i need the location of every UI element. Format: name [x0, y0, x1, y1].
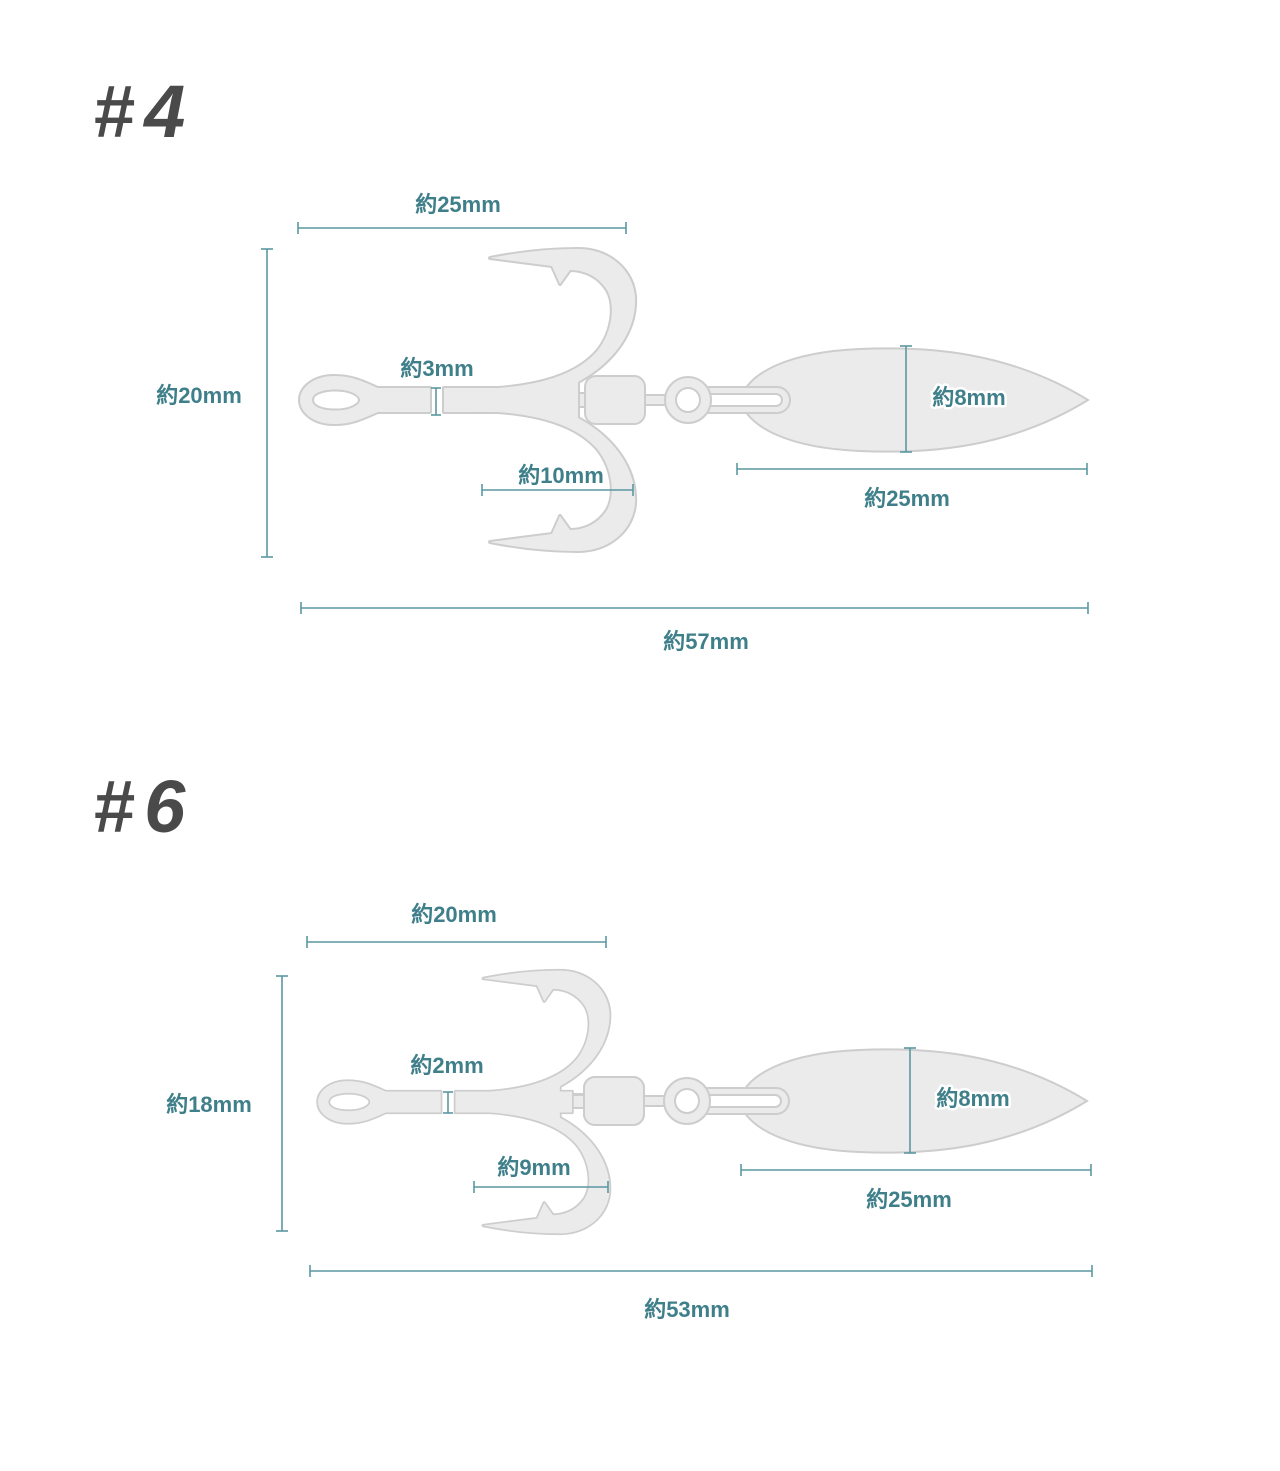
dimension-wire-thickness	[431, 387, 441, 416]
label-blade-length: 約25mm	[864, 486, 950, 511]
label-hook-gap: 約10mm	[518, 463, 604, 488]
dimension-hook-gap	[481, 484, 634, 496]
label-wire-thickness: 約3mm	[400, 356, 473, 381]
label-blade-thickness: 約8mm	[932, 385, 1005, 410]
dimension-total-length	[309, 1265, 1093, 1277]
dimension-hook-height	[261, 248, 273, 558]
dimension-blade-length	[740, 1164, 1092, 1176]
swivel-blade-assembly	[559, 347, 1090, 453]
dimension-blade-thickness	[904, 1047, 916, 1154]
label-hook-width: 約25mm	[415, 192, 501, 217]
label-total-length: 約57mm	[663, 629, 749, 654]
label-blade-length: 約25mm	[866, 1187, 952, 1212]
blade	[738, 347, 1090, 453]
swivel-ring-hole	[675, 387, 701, 413]
dimension-blade-length	[736, 463, 1088, 475]
label-hook-height: 約20mm	[156, 383, 242, 408]
label-total-length: 約53mm	[644, 1297, 730, 1322]
section-title: #6	[93, 765, 195, 848]
dimension-blade-thickness	[900, 345, 912, 453]
dimension-hook-width	[306, 936, 607, 948]
section-title: #4	[93, 70, 195, 153]
dimension-total-length	[300, 602, 1089, 614]
label-hook-gap: 約9mm	[497, 1155, 570, 1180]
swivel-body	[584, 375, 646, 425]
label-blade-thickness: 約8mm	[936, 1086, 1009, 1111]
treble-hook	[318, 971, 610, 1234]
label-hook-width: 約20mm	[411, 902, 497, 927]
dimension-hook-gap	[473, 1181, 609, 1193]
dimension-hook-width	[297, 222, 627, 234]
dimension-hook-height	[276, 975, 288, 1232]
label-wire-thickness: 約2mm	[410, 1053, 483, 1078]
split-ring-slot	[704, 393, 783, 407]
dimension-wire-thickness	[443, 1091, 453, 1114]
swivel-body	[583, 1076, 645, 1126]
label-hook-height: 約18mm	[166, 1092, 252, 1117]
